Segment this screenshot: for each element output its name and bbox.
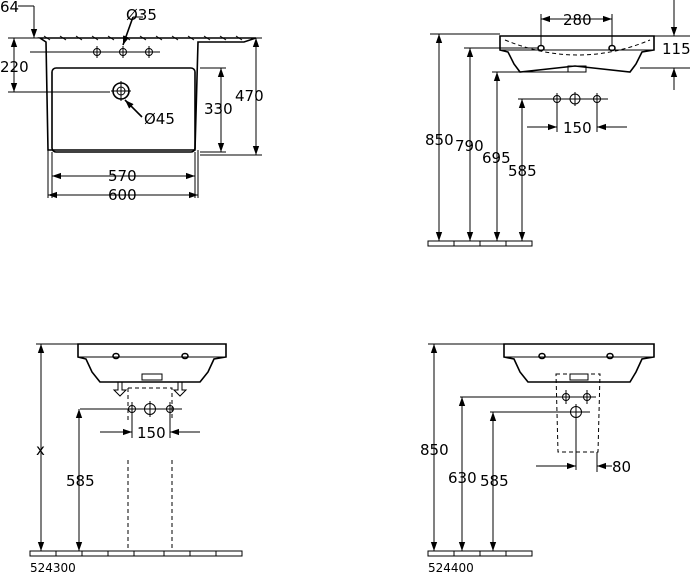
semi-floor [427, 550, 533, 557]
wall-hatch [43, 35, 243, 41]
dim-pedestal-supply-label: 150 [137, 424, 166, 442]
side-view: 280 115 850 790 695 585 150 [425, 0, 690, 247]
dim-tap-hole-label: Ø35 [126, 6, 157, 24]
dim-overhang-label: 64 [0, 0, 19, 16]
pedestal-supplies [80, 401, 182, 417]
waste-outlet [111, 81, 131, 101]
dim-total-width-label: 600 [108, 186, 137, 204]
dim-rim-depth-label: 115 [662, 40, 690, 58]
dim-fix-height-label: 790 [455, 137, 484, 155]
pedestal-hidden [127, 387, 173, 552]
dim-tap-depth-label: 220 [0, 58, 29, 76]
dim-fix-spacing-label: 280 [563, 11, 592, 29]
dim-supply-spacing-label: 150 [563, 119, 592, 137]
dim-bowl-width-label: 570 [108, 167, 137, 185]
model-number-pedestal: 524300 [30, 561, 76, 575]
dim-semi-supply-height-label: 630 [448, 469, 477, 487]
pedestal-view: x 585 150 524300 [29, 343, 243, 575]
dim-trap-height-label: 695 [482, 149, 511, 167]
semi-pedestal-view: 850 630 585 80 524400 [420, 343, 655, 575]
pedestal-floor [29, 550, 243, 557]
dim-semi-offset-label: 80 [612, 458, 631, 476]
dim-pedestal-waste-label: 585 [66, 472, 95, 490]
model-number-semi: 524400 [428, 561, 474, 575]
dim-rim-height-label: 850 [425, 131, 454, 149]
basin-outline [37, 37, 257, 151]
basin-pedestal-outline [77, 343, 227, 383]
dim-total-depth-label: 470 [235, 87, 264, 105]
dim-semi-rim-height-label: 850 [420, 441, 449, 459]
dim-rim-height-x-label: x [36, 441, 45, 459]
tap-holes [30, 46, 160, 58]
semi-supplies [460, 390, 596, 470]
basin-side-outline [499, 35, 655, 73]
dim-bowl-depth-label: 330 [204, 100, 233, 118]
basin-semi-outline [503, 343, 655, 383]
top-view: 64 Ø35 220 Ø45 330 470 570 600 [0, 0, 264, 204]
floor [427, 240, 533, 247]
semi-pedestal-hidden [555, 373, 601, 453]
dim-semi-waste-height-label: 585 [480, 472, 509, 490]
bowl-outline [51, 67, 196, 153]
dim-waste-height-label: 585 [508, 162, 537, 180]
dim-waste-label: Ø45 [144, 110, 175, 128]
